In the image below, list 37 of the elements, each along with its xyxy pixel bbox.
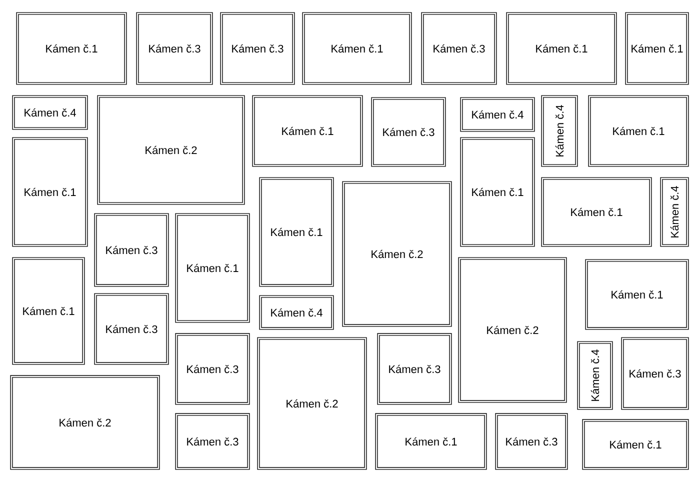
stone-box: Kámen č.1 <box>12 257 85 365</box>
stone-box: Kámen č.3 <box>94 213 169 287</box>
stone-box: Kámen č.4 <box>660 177 689 247</box>
stone-box: Kámen č.2 <box>342 181 452 327</box>
stone-box: Kámen č.3 <box>371 97 446 167</box>
stone-box: Kámen č.2 <box>10 375 160 470</box>
stone-box: Kámen č.1 <box>460 137 535 247</box>
stone-box: Kámen č.1 <box>625 12 689 85</box>
stone-box: Kámen č.3 <box>94 293 169 365</box>
stone-box: Kámen č.4 <box>541 95 578 167</box>
stone-box: Kámen č.4 <box>460 97 535 132</box>
stone-box: Kámen č.1 <box>582 419 689 470</box>
stone-box: Kámen č.1 <box>175 213 250 323</box>
stone-box: Kámen č.3 <box>377 333 452 405</box>
stone-box: Kámen č.2 <box>257 337 367 470</box>
stone-box: Kámen č.1 <box>375 413 487 470</box>
stone-box: Kámen č.3 <box>421 12 497 85</box>
stone-box: Kámen č.1 <box>259 177 334 287</box>
stone-box: Kámen č.1 <box>541 177 652 247</box>
stone-box: Kámen č.4 <box>577 341 613 410</box>
stone-box: Kámen č.3 <box>495 413 568 470</box>
stone-box: Kámen č.1 <box>506 12 617 85</box>
stone-box: Kámen č.3 <box>136 12 213 85</box>
stone-box: Kámen č.4 <box>259 295 334 330</box>
stone-box: Kámen č.1 <box>16 12 127 85</box>
stone-box: Kámen č.3 <box>175 413 250 470</box>
stone-box: Kámen č.2 <box>458 257 567 403</box>
stone-box: Kámen č.3 <box>621 337 689 410</box>
stone-box: Kámen č.1 <box>585 259 689 330</box>
stone-box: Kámen č.1 <box>252 95 363 167</box>
stone-box: Kámen č.2 <box>97 95 245 205</box>
stone-box: Kámen č.1 <box>12 137 88 247</box>
stone-box: Kámen č.4 <box>12 95 88 130</box>
stone-box: Kámen č.3 <box>175 333 250 405</box>
stone-box: Kámen č.3 <box>220 12 295 85</box>
stone-box: Kámen č.1 <box>588 95 689 167</box>
stone-box: Kámen č.1 <box>302 12 412 85</box>
